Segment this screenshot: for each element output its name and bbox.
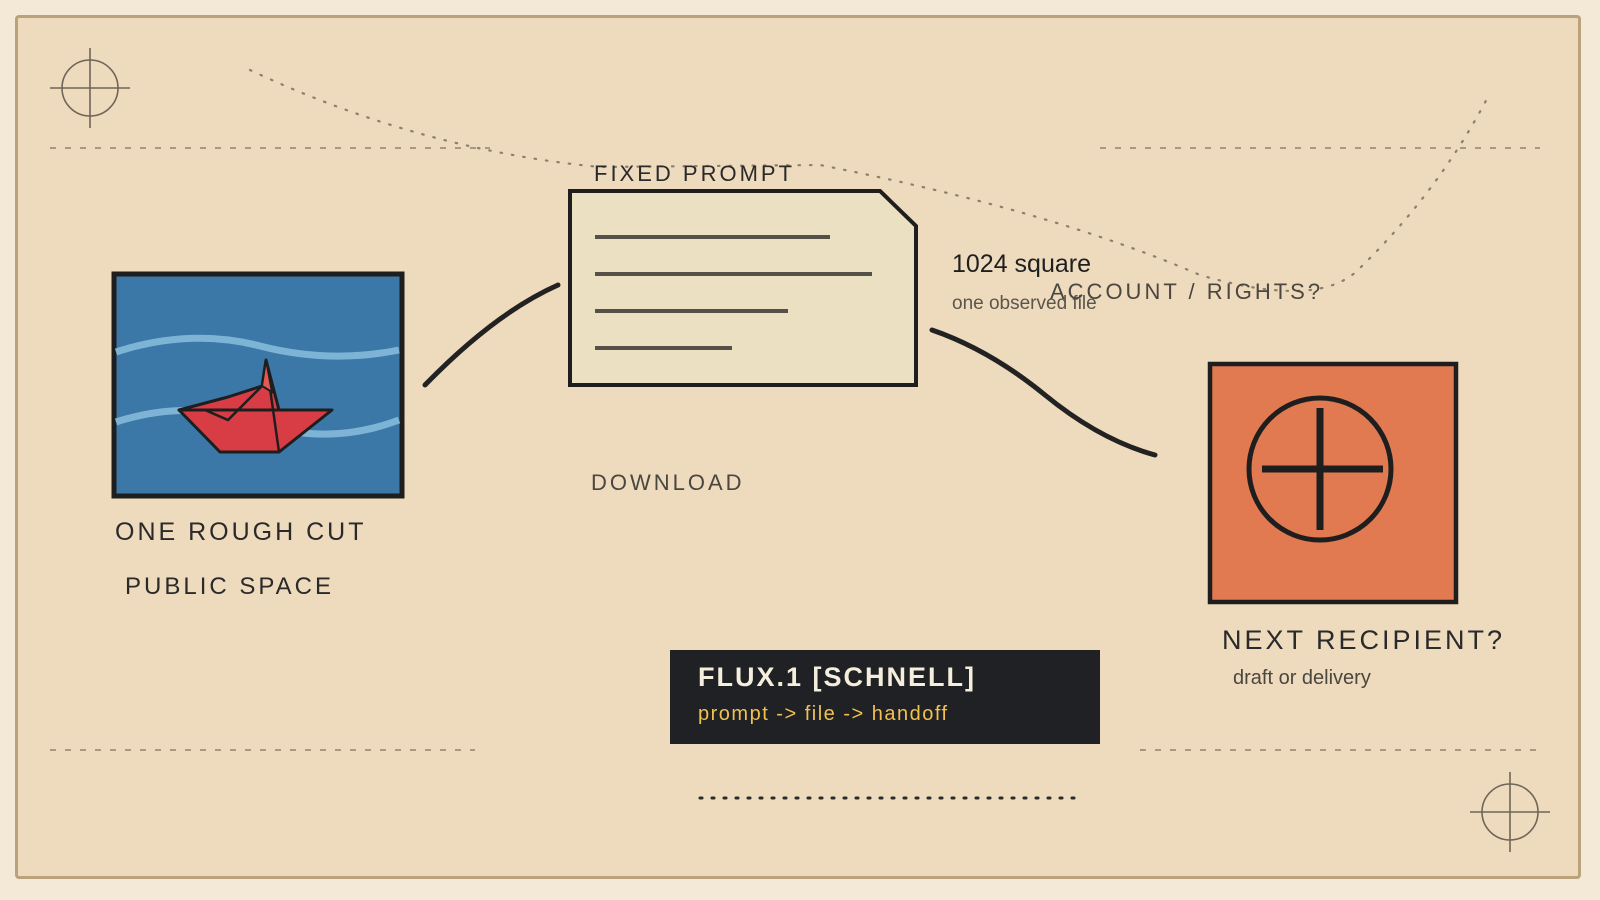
crosshair-circle-icon	[1207, 361, 1459, 605]
size-label: 1024 square	[952, 250, 1092, 278]
fixed-prompt-label: FIXED PROMPT	[594, 161, 796, 186]
observed-file-label: one observed file	[952, 293, 1097, 314]
model-title-box: FLUX.1 [SCHNELL] prompt -> file -> hando…	[670, 650, 1100, 744]
dotted-arc	[248, 68, 1492, 292]
model-subtitle: prompt -> file -> handoff	[698, 703, 949, 725]
registration-mark-icon	[50, 48, 130, 128]
one-rough-cut-label: ONE ROUGH CUT	[115, 518, 367, 546]
model-title: FLUX.1 [SCHNELL]	[698, 662, 976, 692]
connector-prompt-to-recipient	[929, 327, 1158, 458]
sea-boat-icon	[111, 271, 405, 499]
next-recipient-label: NEXT RECIPIENT?	[1222, 625, 1506, 655]
public-space-label: PUBLIC SPACE	[125, 573, 334, 600]
connector-image-to-prompt	[422, 282, 561, 388]
download-label: DOWNLOAD	[591, 470, 745, 495]
account-rights-label: ACCOUNT / RIGHTS?	[1050, 279, 1324, 304]
registration-mark-icon	[1470, 772, 1550, 852]
document-icon	[568, 189, 918, 387]
draft-or-delivery-label: draft or delivery	[1233, 667, 1371, 689]
